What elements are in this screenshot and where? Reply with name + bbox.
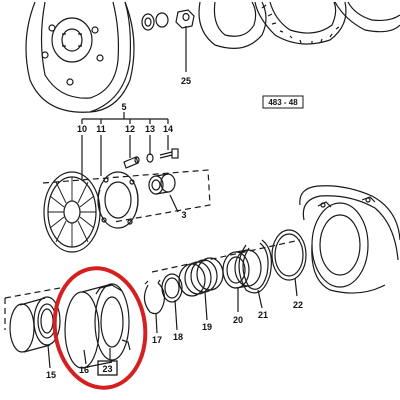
callout-10: 10	[77, 124, 87, 134]
callout-23-box	[97, 360, 118, 376]
top-gears	[198, 1, 400, 49]
clutch-disc	[43, 171, 101, 253]
washer	[146, 153, 154, 163]
callout-20: 20	[233, 315, 243, 325]
housing	[299, 185, 400, 294]
drum-assembly	[25, 1, 135, 113]
callout-15: 15	[46, 370, 56, 380]
bolt	[159, 148, 179, 159]
callout-11: 11	[96, 124, 106, 134]
bushing	[148, 173, 176, 195]
spring	[178, 257, 224, 297]
pin	[123, 156, 140, 169]
highlight-ring	[52, 266, 148, 390]
callout-13: 13	[145, 124, 155, 134]
figure-ref: 483 - 48	[268, 98, 298, 107]
bracket-5	[81, 112, 169, 124]
callout-22: 22	[293, 300, 303, 310]
callout-18: 18	[173, 332, 183, 342]
callout-12: 12	[125, 124, 135, 134]
pressure-plate	[97, 171, 139, 229]
bearing	[9, 296, 61, 353]
callout-17: 17	[152, 335, 162, 345]
ring	[161, 273, 183, 303]
callout-14: 14	[163, 124, 173, 134]
top-washers	[141, 9, 195, 31]
callout-21: 21	[258, 310, 268, 320]
circlip	[143, 279, 165, 315]
dashed-group-outline	[42, 169, 211, 223]
figure-ref-box	[262, 95, 304, 109]
callout-19: 19	[202, 322, 212, 332]
callout-25: 25	[181, 76, 191, 86]
snap-ring	[238, 239, 272, 294]
sleeve	[64, 283, 131, 369]
callout-3: 3	[181, 210, 186, 220]
callout-5: 5	[121, 102, 126, 112]
seal-ring	[271, 229, 307, 281]
callout-23: 23	[102, 364, 112, 374]
callout-16: 16	[79, 365, 89, 375]
